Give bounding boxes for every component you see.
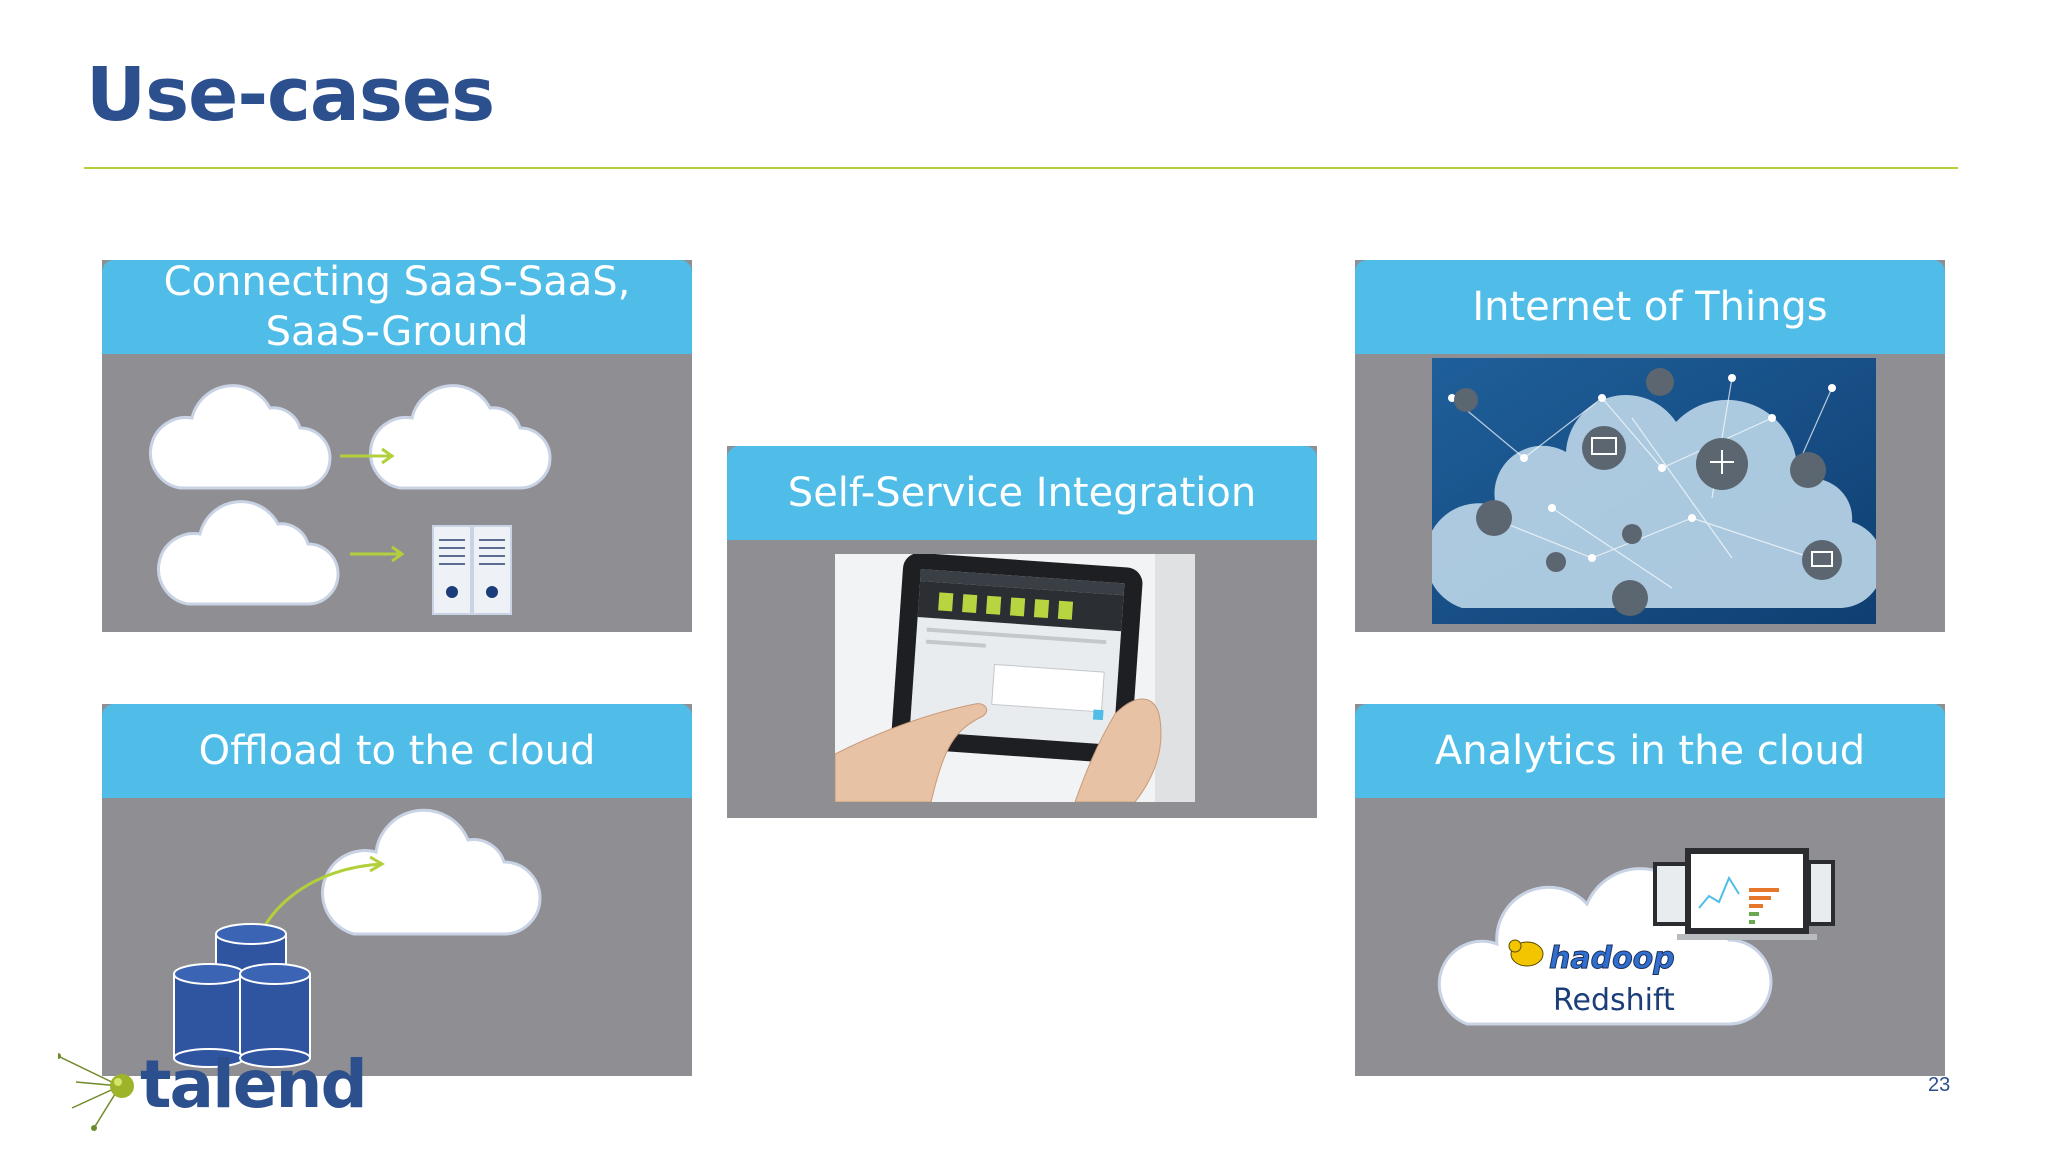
card-header: Connecting SaaS-SaaS, SaaS-Ground [102,259,692,355]
server-icon [432,525,512,615]
title-rule [84,167,1958,169]
card-title: Offload to the cloud [198,728,596,774]
iot-illustration [1432,358,1876,624]
card-title: Internet of Things [1472,284,1828,330]
cloud-shape [1432,395,1876,608]
card-body [102,354,692,632]
monitor-icon [1653,848,1835,940]
analytics-illustration: hadoop Redshift [1437,848,1835,1026]
card-title: Self-Service Integration [787,470,1257,516]
database-icon [173,923,311,1068]
card-body: hadoop Redshift [1355,798,1945,1076]
card-title: Analytics in the cloud [1434,728,1866,774]
card-body [727,540,1317,818]
offload-illustration [173,808,542,1068]
card-header: Analytics in the cloud [1355,704,1945,798]
cloud-icon [321,808,542,936]
card-title-line2: SaaS-Ground [265,309,529,355]
arrow-right-icon [350,545,405,563]
card-self-service: Self-Service Integration [727,446,1317,818]
arrow-right-icon [340,447,395,465]
card-header: Offload to the cloud [102,704,692,798]
card-body [102,798,692,1076]
hand-icon [835,698,1162,802]
tablet-photo [835,554,1195,802]
redshift-label: Redshift [1553,983,1675,1018]
page-number: 23 [1928,1074,1951,1096]
card-connecting-saas: Connecting SaaS-SaaS, SaaS-Ground [102,259,692,632]
cloud-icon [157,500,340,606]
slide-title: Use-cases [86,52,495,138]
card-offload: Offload to the cloud [102,704,692,1076]
talend-logo-icon [58,1053,134,1131]
cloud-icon [369,384,552,490]
talend-logo-text: talend [140,1046,368,1123]
card-header: Internet of Things [1355,260,1945,354]
card-header: Self-Service Integration [727,446,1317,540]
hadoop-label: hadoop [1549,941,1675,976]
saas-illustration [149,384,552,615]
card-title-line1: Connecting SaaS-SaaS, [163,259,631,305]
hadoop-logo-icon [1508,939,1544,967]
card-analytics: Analytics in the cloud [1355,704,1945,1076]
cloud-icon [149,384,332,490]
card-body [1355,354,1945,632]
card-internet-of-things: Internet of Things [1355,260,1945,632]
